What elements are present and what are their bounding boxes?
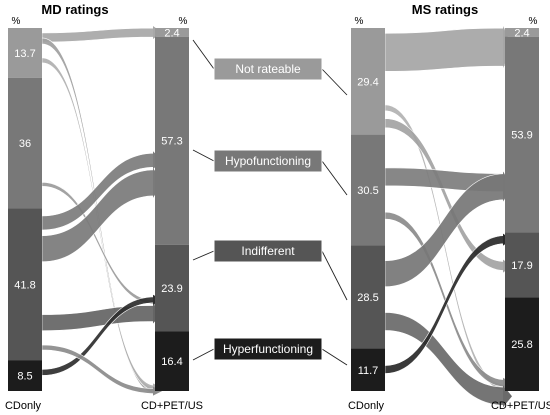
leader-line-left: [192, 348, 215, 361]
legend: Not rateableHypofunctioningIndifferentHy…: [213, 57, 323, 361]
right-bar-value: 23.9: [161, 283, 182, 295]
left-bar-value: 28.5: [357, 292, 378, 304]
legend-swatch-indifferent: [213, 239, 323, 263]
leader-line-left: [192, 39, 215, 70]
left-bar-value: 11.7: [358, 365, 379, 377]
left-axis-label: CDonly: [5, 400, 42, 412]
leader-line-right: [321, 348, 348, 366]
right-bar-value: 17.9: [511, 260, 532, 272]
legend-swatch-hypofunctioning: [213, 149, 323, 173]
right-bar-segment: [505, 36, 539, 233]
legend-label-not-rateable: Not rateable: [235, 62, 301, 76]
right-bar-value: 2.4: [164, 27, 179, 39]
legend-label-hyperfunctioning: Hyperfunctioning: [223, 342, 313, 356]
left-bar-segment: [351, 245, 385, 349]
left-bar-segment: [351, 28, 385, 135]
flow-ribbon: [384, 312, 506, 406]
left-bar-segment: [351, 134, 385, 246]
left-axis-header: %: [355, 16, 364, 27]
left-bar-segment: [8, 360, 42, 391]
left-bar-segment: [8, 208, 42, 361]
legend-swatch-not-rateable: [213, 57, 323, 81]
left-bar-value: 41.8: [14, 279, 35, 291]
right-bar-segment: [155, 28, 189, 37]
right-axis-header: %: [529, 16, 538, 27]
left-bar-segment: [8, 28, 42, 78]
right-bar-value: 53.9: [511, 130, 532, 142]
right-bar-segment: [505, 28, 539, 37]
right-bar-value: 2.4: [514, 27, 529, 39]
panel-title: MD ratings: [41, 2, 108, 17]
right-axis-label: CD+PET/US: [141, 400, 203, 412]
right-bar-segment: [155, 244, 189, 332]
flow-ribbon: [41, 27, 156, 43]
left-bar-value: 8.5: [17, 371, 32, 383]
left-bar-value: 13.7: [14, 48, 35, 60]
legend-label-hypofunctioning: Hypofunctioning: [225, 154, 311, 168]
right-axis-header: %: [179, 16, 188, 27]
left-bar-segment: [351, 348, 385, 391]
left-bar-value: 36: [19, 138, 31, 150]
flow-ribbon: [41, 305, 156, 331]
left-bar-value: 29.4: [357, 76, 378, 88]
legend-leader-lines: [192, 39, 348, 366]
left-bar-segment: [8, 77, 42, 209]
leader-line-right: [321, 160, 348, 196]
flow-layer: [41, 26, 512, 408]
left-axis-label: CDonly: [348, 400, 385, 412]
leader-line-left: [192, 149, 215, 162]
legend-label-indifferent: Indifferent: [241, 244, 295, 258]
leader-line-left: [192, 250, 215, 261]
label-layer: MD ratings 13.7 36 41.8 8.5 2.4 57.3 23.9 16.4%%…: [5, 2, 550, 412]
panel-title: MS ratings: [412, 2, 478, 17]
right-bar-value: 16.4: [161, 356, 182, 368]
right-bar-value: 57.3: [161, 136, 182, 148]
leader-line-right: [321, 250, 348, 301]
leader-line-right: [321, 68, 348, 96]
flow-ribbon: [384, 27, 506, 72]
right-bar-segment: [155, 331, 189, 391]
bar-layer: [8, 28, 539, 391]
right-bar-value: 25.8: [511, 339, 532, 351]
left-bar-value: 30.5: [357, 185, 378, 197]
left-axis-header: %: [12, 16, 21, 27]
right-bar-segment: [505, 232, 539, 298]
right-bar-segment: [505, 297, 539, 391]
right-bar-segment: [155, 36, 189, 245]
right-axis-label: CD+PET/US: [491, 400, 550, 412]
legend-swatch-hyperfunctioning: [213, 337, 323, 361]
